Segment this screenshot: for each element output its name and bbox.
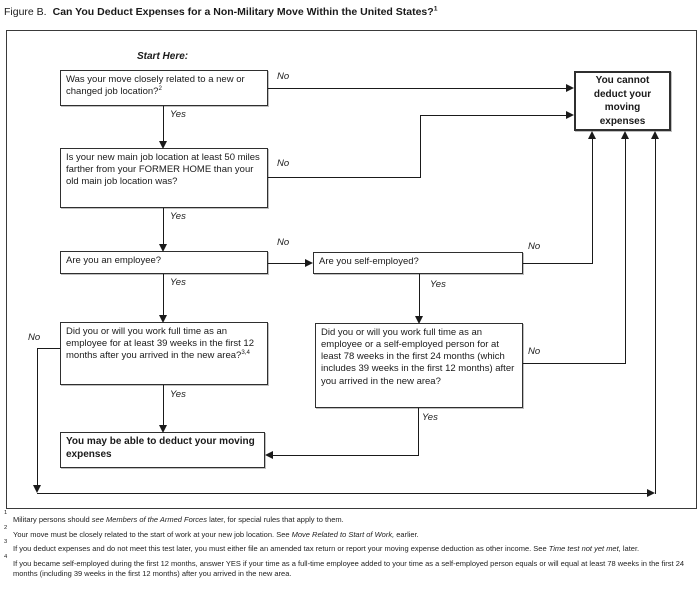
arrowhead-q1-yes	[159, 141, 167, 149]
question-employee-box: Are you an employee?	[60, 251, 268, 274]
arrowhead-q5-yes	[159, 425, 167, 433]
connector-q6-yes-b	[272, 455, 419, 456]
connector-q5-no-a	[37, 348, 60, 349]
question-self-employed-box: Are you self-employed?	[313, 252, 523, 274]
connector-q2-yes	[163, 208, 164, 245]
connector-q6-no-b	[625, 138, 626, 364]
connector-q4-no-b	[592, 138, 593, 264]
footnote-text: later.	[620, 544, 640, 553]
footnote-text: If you deduct expenses and do not meet t…	[13, 544, 549, 553]
no-label-q4: No	[528, 241, 541, 252]
no-label-q2: No	[277, 158, 290, 169]
footnote-text: Military persons should	[13, 515, 92, 524]
outcome-may-deduct-box: You may be able to deduct your moving ex…	[60, 432, 265, 468]
footnote-ref-3-4: 3,4	[241, 349, 250, 357]
connector-q3-no	[268, 263, 306, 264]
connector-q1-no	[268, 88, 567, 89]
arrowhead-q6-yes	[265, 451, 273, 459]
connector-q5-yes	[163, 385, 164, 426]
footnote-text: Move Related to Start of Work,	[291, 529, 395, 539]
footnote-text: If you became self-employed during the f…	[13, 558, 685, 579]
connector-q6-yes-a	[418, 408, 419, 456]
yes-label-q5: Yes	[170, 389, 186, 400]
question-78-weeks-box: Did you or will you work full time as an…	[315, 323, 523, 408]
arrowhead-q6-no	[621, 131, 629, 139]
arrowhead-q3-yes	[159, 315, 167, 323]
connector-q6-no-a	[523, 363, 626, 364]
footnote-ref-2: 2	[158, 85, 162, 92]
yes-label-q1: Yes	[170, 109, 186, 120]
yes-label-q3: Yes	[170, 277, 186, 288]
question-39-weeks-box: Did you or will you work full time as an…	[60, 322, 268, 385]
no-label-q3: No	[277, 237, 290, 248]
question-move-related-box: Was your move closely related to a new o…	[60, 70, 268, 106]
connector-q1-yes	[163, 106, 164, 142]
no-label-q6: No	[528, 346, 541, 357]
connector-riser-right	[655, 138, 656, 494]
figure-title: Figure B. Can You Deduct Expenses for a N…	[4, 6, 696, 18]
connector-q2-no-b	[420, 115, 421, 178]
arrowhead-q5-no-down	[33, 485, 41, 493]
arrowhead-riser-right	[651, 131, 659, 139]
footnote-text: see Members of the Armed Forces	[91, 515, 207, 524]
yes-label-q2: Yes	[170, 211, 186, 222]
yes-label-q6: Yes	[422, 412, 438, 423]
connector-q3-yes	[163, 274, 164, 316]
arrowhead-q2-yes	[159, 244, 167, 252]
connector-bottom-line	[37, 493, 648, 494]
connector-q4-no-a	[523, 263, 593, 264]
yes-label-q4: Yes	[430, 279, 446, 290]
footnote-text: later, for special rules that apply to t…	[206, 515, 344, 524]
connector-q5-no-b	[37, 348, 38, 486]
figure-label: Figure B.	[4, 6, 47, 18]
arrowhead-q2-no	[566, 111, 574, 119]
connector-q2-no-a	[268, 177, 421, 178]
arrowhead-q4-no	[588, 131, 596, 139]
no-label-q5: No	[28, 332, 41, 343]
figure-title-text: Can You Deduct Expenses for a Non-Milita…	[52, 5, 438, 18]
footnote-text: Time test not yet met,	[548, 544, 621, 553]
arrowhead-q4-yes	[415, 316, 423, 324]
start-here-label: Start Here:	[137, 51, 189, 62]
connector-q4-yes	[419, 274, 420, 317]
footnote-text: Your move must be closely related to the…	[13, 529, 292, 539]
connector-q2-no-c	[420, 115, 567, 116]
arrowhead-q1-no	[566, 84, 574, 92]
title-footnote-ref: 1	[433, 5, 438, 13]
arrowhead-q3-no	[305, 259, 313, 267]
question-50-miles-box: Is your new main job location at least 5…	[60, 148, 268, 208]
outcome-cannot-deduct-box: You cannot deduct your moving expenses	[574, 71, 671, 131]
no-label-q1: No	[277, 71, 290, 82]
footnote-text: earlier.	[394, 529, 419, 539]
arrowhead-bottom-right	[647, 489, 655, 497]
